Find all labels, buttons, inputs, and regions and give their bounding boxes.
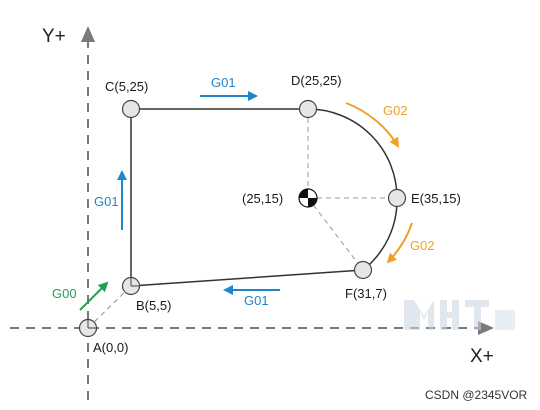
construction-lines xyxy=(87,109,397,329)
csdn-watermark: CSDN @2345VOR xyxy=(425,388,528,402)
label-point-a: A(0,0) xyxy=(93,340,128,355)
x-axis xyxy=(10,321,494,335)
label-point-f: F(31,7) xyxy=(345,286,387,301)
point-b-marker xyxy=(121,276,141,296)
label-point-b: B(5,5) xyxy=(136,298,171,313)
label-point-c: C(5,25) xyxy=(105,79,148,94)
y-axis-label: Y+ xyxy=(42,26,66,47)
point-c-marker xyxy=(121,99,141,119)
arrow-d-to-e xyxy=(345,102,400,148)
x-axis-label: X+ xyxy=(470,346,494,367)
arrow-e-to-f xyxy=(386,222,413,264)
y-axis xyxy=(81,26,95,400)
gcode-label-f-to-b: G01 xyxy=(244,293,269,308)
gcode-label-c-to-d: G01 xyxy=(211,75,236,90)
point-f-marker xyxy=(353,260,373,280)
point-e-marker xyxy=(387,188,407,208)
gcode-label-e-to-f: G02 xyxy=(410,238,435,253)
y-axis-arrowhead xyxy=(81,26,95,42)
brand-logo-watermark xyxy=(404,300,515,330)
arc-center-icon xyxy=(298,188,318,208)
rapid-path-line xyxy=(87,285,132,329)
arc-d-to-e xyxy=(307,108,398,199)
radius-line-f xyxy=(307,197,364,271)
label-arc-center: (25,15) xyxy=(242,191,283,206)
gcode-label-b-to-c: G01 xyxy=(94,194,119,209)
x-axis-arrowhead xyxy=(478,321,494,335)
point-a-marker xyxy=(78,318,98,338)
path-f-to-b xyxy=(130,269,364,287)
arrow-a-to-b xyxy=(79,281,109,311)
gcode-label-d-to-e: G02 xyxy=(383,103,408,118)
label-point-e: E(35,15) xyxy=(411,191,461,206)
gcode-label-a-to-b: G00 xyxy=(52,286,77,301)
point-d-marker xyxy=(298,99,318,119)
label-point-d: D(25,25) xyxy=(291,73,342,88)
